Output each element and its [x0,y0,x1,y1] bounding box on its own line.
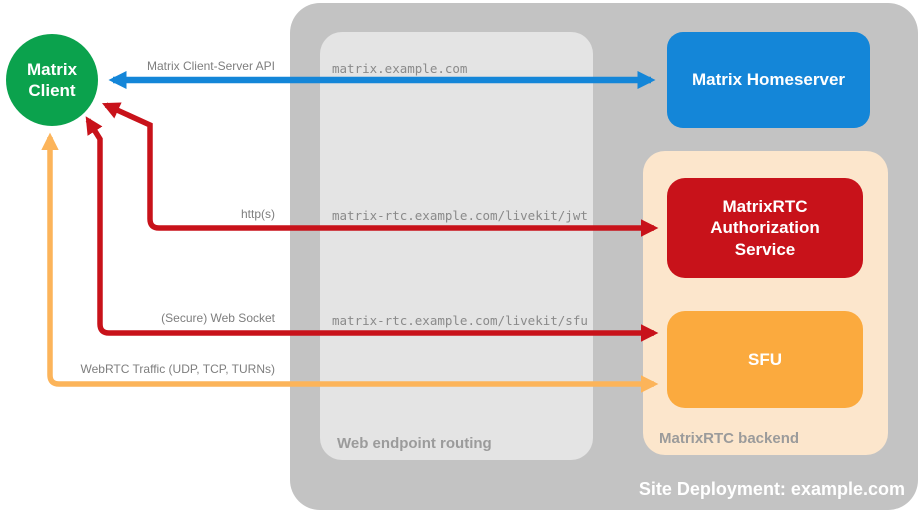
sfu-node: SFU [667,311,863,408]
matrixrtc-backend-label: MatrixRTC backend [659,430,800,447]
matrix-homeserver-node: Matrix Homeserver [667,32,870,128]
matrixrtc-authorization-service-node: MatrixRTC Authorization Service [667,178,863,278]
matrix-homeserver-label: Matrix Homeserver [691,70,846,90]
route-livekit-jwt: matrix-rtc.example.com/livekit/jwt [332,208,588,223]
matrixrtc-authorization-service-label: MatrixRTC Authorization Service [710,197,820,259]
route-livekit-sfu: matrix-rtc.example.com/livekit/sfu [332,313,588,328]
sfu-label: SFU [748,349,782,369]
site-deployment-label: Site Deployment: example.com [638,479,905,499]
web-endpoint-routing-container [320,32,593,460]
matrix-client-node: Matrix Client [6,34,98,126]
client-server-api-edge-label: Matrix Client-Server API [146,59,275,73]
webrtc-traffic-edge-label: WebRTC Traffic (UDP, TCP, TURNs) [80,362,276,376]
https-edge-label: http(s) [240,207,275,221]
route-matrix-example-com: matrix.example.com [332,61,468,76]
web-endpoint-routing-label: Web endpoint routing [337,435,492,452]
matrix-client-label: Matrix Client [26,59,78,100]
websocket-edge-label: (Secure) Web Socket [161,311,275,325]
